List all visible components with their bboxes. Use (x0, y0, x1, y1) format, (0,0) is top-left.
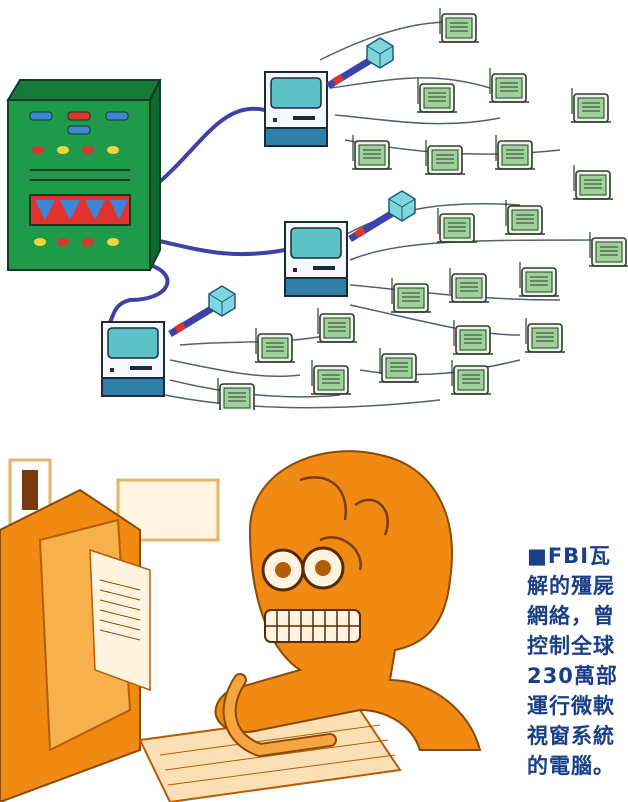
caption-line: 解的殭屍 (527, 574, 615, 598)
botnet-illustration (6, 7, 628, 410)
cables (103, 106, 286, 332)
caption-line: 230萬部 (527, 664, 618, 688)
server-icon (6, 79, 162, 271)
skull-hacker-illustration (0, 450, 482, 802)
caption-line: 視窗系統 (527, 724, 615, 748)
bot-computer-icon (264, 38, 393, 147)
monitor-icon (0, 488, 151, 802)
victim-computer-icons (216, 7, 628, 410)
bot-computer-icon (284, 191, 415, 297)
caption-line: 的電腦。 (527, 754, 615, 778)
caption: ■FBI瓦 解的殭屍 網絡，曾 控制全球 230萬部 運行微軟 視窗系統 的電腦… (527, 541, 627, 781)
caption-line: 控制全球 (527, 634, 615, 658)
caption-line: 運行微軟 (527, 694, 615, 718)
caption-line: 網絡，曾 (527, 604, 615, 628)
skull-figure-icon (214, 450, 482, 758)
caption-line: ■FBI瓦 (527, 544, 612, 568)
